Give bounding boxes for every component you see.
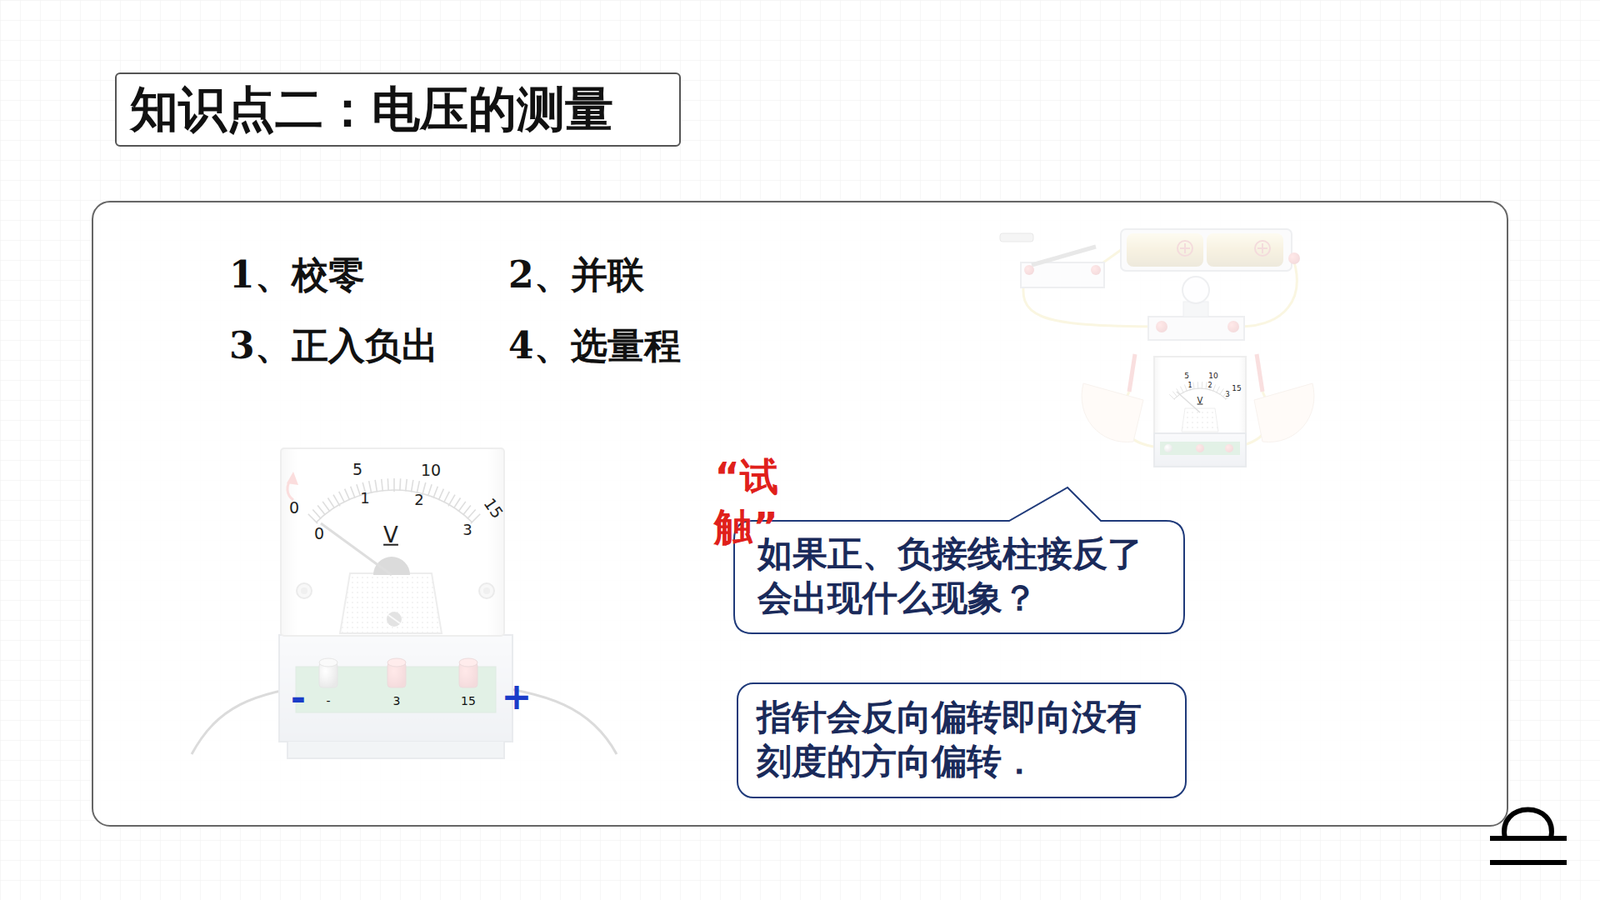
scale-number: 3 (1225, 391, 1230, 400)
scale-number: 2 (414, 491, 424, 509)
terminal-label: - (325, 695, 330, 708)
polarity-sign: - (290, 678, 306, 719)
answer-box: 指针会反向偏转即向没有刻度的方向偏转． (736, 682, 1187, 799)
step-item: 3、正入负出 (229, 325, 439, 366)
scale-number: 0 (289, 499, 300, 517)
trial-touch-note: “试触” (714, 452, 799, 553)
step-item: 2、并联 (508, 255, 645, 295)
drawing-stroke (1504, 810, 1552, 840)
box-text: 如果正、负接线柱接反了会出现什么现象？ (757, 532, 1165, 620)
unit-symbol: V (1197, 395, 1204, 405)
scale-number: 1 (1187, 382, 1192, 390)
drawing-stroke (1490, 835, 1567, 841)
terminal-label: 15 (460, 695, 476, 708)
scale-number: 5 (352, 460, 363, 479)
scale-number: 2 (1207, 382, 1212, 390)
title-box: 知识点二：电压的测量 (115, 72, 681, 147)
drawing-stroke (1490, 860, 1567, 865)
step-item: 1、校零 (229, 255, 365, 295)
scale-number: 15 (1231, 385, 1241, 394)
scale-number: 1 (360, 490, 370, 507)
speech-bubble-shape (734, 487, 1185, 634)
question-bubble: 如果正、负接线柱接反了会出现什么现象？ (734, 520, 1185, 634)
scale-number: 10 (420, 461, 441, 480)
slide-title: 知识点二：电压的测量 (130, 79, 614, 140)
box-text: 指针会反向偏转即向没有刻度的方向偏转． (756, 695, 1169, 784)
terminal-label: 3 (393, 695, 401, 708)
polarity-sign: + (501, 676, 533, 717)
scale-number: 5 (1184, 372, 1190, 381)
scale-number: 0 (314, 525, 325, 543)
scale-number: 3 (462, 521, 472, 539)
scale-number: 10 (1208, 372, 1218, 381)
step-item: 4、选量程 (508, 325, 681, 366)
unit-symbol: V (383, 523, 399, 548)
